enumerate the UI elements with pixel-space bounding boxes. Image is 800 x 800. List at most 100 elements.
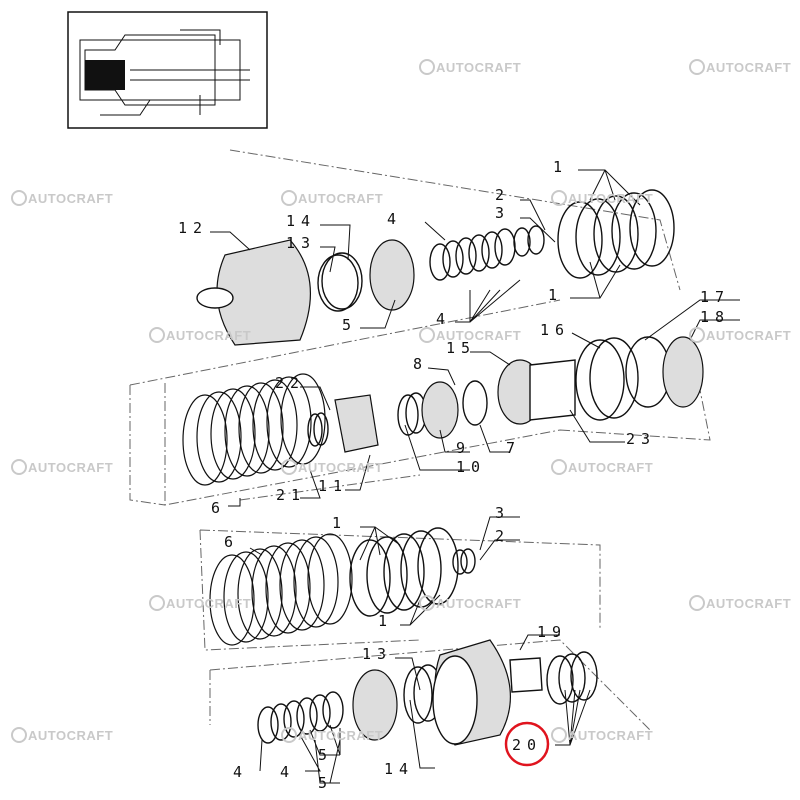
- part-label-12[interactable]: 12: [178, 219, 208, 237]
- part-label-9[interactable]: 9: [456, 439, 471, 457]
- part-label-5[interactable]: 5: [318, 746, 333, 764]
- washer-4-lower: [309, 694, 331, 732]
- snap-ring-13-14-lower: [403, 666, 433, 724]
- watermark-logo-icon: [551, 459, 567, 475]
- clutch-disc-pack: [196, 391, 242, 483]
- ring-16: [575, 339, 625, 421]
- part-label-17[interactable]: 17: [700, 288, 730, 306]
- spring-1-lower: [366, 536, 408, 614]
- shaft-15: [529, 359, 576, 421]
- part-label-2[interactable]: 2: [495, 186, 510, 204]
- watermark: AUTOCRAFT: [706, 328, 791, 343]
- ring-22: [313, 412, 329, 446]
- spring-1: [575, 198, 621, 276]
- watermark-logo-icon: [551, 190, 567, 206]
- part-label-4[interactable]: 4: [233, 763, 248, 781]
- part-label-4[interactable]: 4: [387, 210, 402, 228]
- piston-5: [369, 239, 415, 311]
- part-label-19[interactable]: 19: [537, 623, 567, 641]
- rings-20: [570, 651, 598, 701]
- washer-4: [468, 234, 490, 272]
- part-label-21[interactable]: 21: [276, 486, 306, 504]
- piston-5-lower: [352, 669, 398, 741]
- watermark: AUTOCRAFT: [298, 460, 383, 475]
- watermark-logo-icon: [149, 327, 165, 343]
- watermark-logo-icon: [419, 59, 435, 75]
- watermark-logo-icon: [419, 595, 435, 611]
- watermark: AUTOCRAFT: [436, 60, 521, 75]
- washer-4-lower: [270, 703, 292, 741]
- washer-4-lower: [283, 700, 305, 738]
- watermark-logo-icon: [11, 190, 27, 206]
- part-label-3[interactable]: 3: [495, 204, 510, 222]
- watermark-logo-icon: [11, 727, 27, 743]
- part-label-11[interactable]: 11: [318, 477, 348, 495]
- part-label-4[interactable]: 4: [280, 763, 295, 781]
- part-label-1[interactable]: 1: [548, 286, 563, 304]
- part-label-16[interactable]: 16: [540, 321, 570, 339]
- part-label-13[interactable]: 13: [286, 234, 316, 252]
- washer-4-lower: [257, 706, 279, 744]
- part-label-6[interactable]: 6: [224, 533, 239, 551]
- clutch-disc-pack-6: [265, 542, 311, 634]
- watermark: AUTOCRAFT: [436, 328, 521, 343]
- part-label-6[interactable]: 6: [211, 499, 226, 517]
- ring-2-3-lower: [452, 549, 468, 575]
- spring-1-lower: [417, 527, 459, 605]
- part-label-5[interactable]: 5: [318, 774, 333, 792]
- drum-opening: [432, 655, 478, 745]
- clutch-disc-pack: [224, 385, 270, 477]
- carrier-9: [421, 381, 459, 439]
- watermark: AUTOCRAFT: [28, 460, 113, 475]
- clutch-disc-pack: [182, 394, 228, 486]
- clutch-disc-pack-6: [307, 533, 353, 625]
- clutch-disc-pack-6: [251, 545, 297, 637]
- clutch-disc-pack: [210, 388, 256, 480]
- watermark: AUTOCRAFT: [706, 60, 791, 75]
- washer-4: [494, 228, 516, 266]
- hub-11: [334, 394, 379, 453]
- part-label-10[interactable]: 10: [456, 458, 486, 476]
- watermark-logo-icon: [281, 190, 297, 206]
- part-label-7[interactable]: 7: [506, 439, 521, 457]
- clutch-disc-pack: [266, 376, 312, 468]
- watermark-logo-icon: [419, 327, 435, 343]
- watermark: AUTOCRAFT: [28, 191, 113, 206]
- watermark-logo-icon: [281, 727, 297, 743]
- part-label-14[interactable]: 14: [286, 212, 316, 230]
- watermark: AUTOCRAFT: [298, 728, 383, 743]
- clutch-disc-pack-6: [209, 554, 255, 646]
- part-label-20[interactable]: 20: [512, 736, 542, 754]
- clutch-drum-12: [216, 239, 311, 346]
- highlight-circle: [504, 721, 550, 767]
- part-label-18[interactable]: 18: [700, 308, 730, 326]
- part-label-2[interactable]: 2: [495, 527, 510, 545]
- part-label-5[interactable]: 5: [342, 316, 357, 334]
- clutch-disc-pack-6: [293, 536, 339, 628]
- watermark: AUTOCRAFT: [568, 728, 653, 743]
- clutch-disc-pack: [252, 379, 298, 471]
- watermark-logo-icon: [149, 595, 165, 611]
- ring-gear-18: [662, 336, 704, 408]
- drum-hub-19: [509, 657, 543, 693]
- part-label-23[interactable]: 23: [626, 430, 656, 448]
- spring-1: [611, 192, 657, 270]
- watermark: AUTOCRAFT: [166, 328, 251, 343]
- washer-4-lower: [296, 697, 318, 735]
- part-label-1[interactable]: 1: [378, 612, 393, 630]
- part-label-1[interactable]: 1: [332, 514, 347, 532]
- washer-4-lower: [322, 691, 344, 729]
- part-label-22[interactable]: 22: [275, 374, 305, 392]
- part-label-14[interactable]: 14: [384, 760, 414, 778]
- part-label-1[interactable]: 1: [553, 158, 568, 176]
- part-label-3[interactable]: 3: [495, 504, 510, 522]
- watermark-logo-icon: [689, 595, 705, 611]
- washer-4: [455, 237, 477, 275]
- clutch-disc-pack-6: [237, 548, 283, 640]
- part-label-15[interactable]: 15: [446, 339, 476, 357]
- watermark: AUTOCRAFT: [298, 191, 383, 206]
- part-label-8[interactable]: 8: [413, 355, 428, 373]
- part-label-4[interactable]: 4: [436, 310, 451, 328]
- part-label-13[interactable]: 13: [362, 645, 392, 663]
